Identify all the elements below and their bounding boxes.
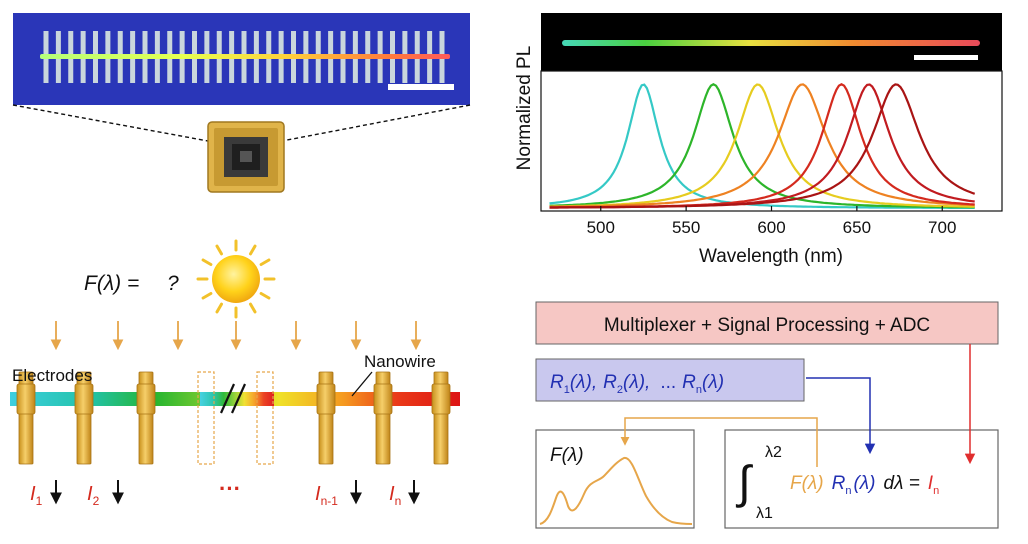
electrode-dashed: [197, 371, 215, 465]
zoom-line-left: [12, 104, 209, 142]
x-tick-label: 550: [672, 218, 700, 237]
integral-upper-limit: λ2: [765, 444, 782, 461]
processing-label: Multiplexer + Signal Processing + ADC: [604, 315, 930, 336]
unknown-mark: ?: [167, 272, 179, 295]
pl-series: [549, 83, 976, 209]
input-spectrum-label: F(λ): [550, 445, 584, 466]
x-tick-label: 600: [757, 218, 785, 237]
pl-curves: [549, 83, 976, 209]
sun-ray: [215, 244, 223, 256]
x-tick-label: 700: [928, 218, 956, 237]
micrograph-nanowire: [40, 54, 450, 59]
current-ellipsis: ···: [219, 476, 241, 501]
input-spectrum-curve: [539, 457, 693, 525]
current-label-2: I2: [87, 483, 100, 508]
current-arrows: [50, 480, 420, 505]
flow-arrow-blue: [806, 377, 876, 455]
sun-icon: [196, 239, 276, 319]
scale-bar: [388, 84, 454, 90]
packaged-chip: [207, 121, 285, 193]
electrode-contact: [373, 383, 393, 415]
flow-arrow-orange: [620, 417, 818, 467]
integral-box: [724, 429, 999, 529]
nanowire-schematic: [10, 371, 460, 465]
x-tick-label: 650: [843, 218, 871, 237]
x-axis-label: Wavelength (nm): [699, 246, 843, 267]
x-axis-ticks: 500 550 600 650 700: [587, 206, 956, 237]
electrode-contact: [316, 383, 336, 415]
incident-light-arrows: [50, 321, 422, 351]
current-label-1: I1: [30, 483, 43, 508]
current-label-n: In: [389, 483, 401, 508]
current-label-n-1: In-1: [315, 483, 338, 508]
sun-ray: [249, 302, 257, 314]
pl-scale-bar: [914, 55, 978, 60]
electrode-dashed: [256, 371, 274, 465]
integral-sign: ∫: [735, 456, 753, 508]
sun-ray: [259, 258, 271, 266]
sun-ray: [259, 292, 271, 300]
response-functions: R1(λ),R2(λ),...Rn(λ): [550, 372, 724, 396]
integral-lower-limit: λ1: [756, 505, 773, 522]
pl-series: [549, 83, 975, 209]
pl-series: [549, 83, 975, 209]
sun-ray: [215, 302, 223, 314]
spectrum-equation: F(λ) =: [84, 272, 139, 295]
device-micrograph: [13, 13, 470, 105]
electrode-contact: [431, 383, 451, 415]
break-mark-1: [219, 383, 236, 414]
y-axis-label: Normalized PL: [514, 46, 535, 171]
response-box: [535, 358, 805, 402]
electrodes-label: Electrodes: [12, 366, 92, 385]
sun-ray: [201, 292, 213, 300]
pl-nanowire: [562, 40, 980, 46]
electrode-array: [16, 371, 451, 465]
electrode-contact: [74, 383, 94, 415]
integral-expression: F(λ)Rn(λ)dλ =In: [790, 473, 939, 497]
electrode-contact: [136, 383, 156, 415]
nanowire-label: Nanowire: [364, 352, 436, 371]
x-tick-label: 500: [587, 218, 615, 237]
photocurrent-labels: I1 I2 ··· In-1 In: [30, 476, 401, 508]
electrode-contact: [16, 383, 36, 415]
pl-spectra-chart: 500 550 600 650 700 Wavelength (nm) Normaliz…: [514, 46, 1003, 267]
sun-ray: [201, 258, 213, 266]
pl-image: [541, 13, 1002, 71]
processing-box: [535, 301, 999, 345]
zoom-line-right: [281, 104, 471, 142]
nanowire-pointer: [351, 371, 373, 397]
input-spectrum-box: [535, 429, 695, 529]
break-mark-2: [230, 383, 247, 414]
pl-series: [549, 83, 975, 208]
sun-ray: [249, 244, 257, 256]
